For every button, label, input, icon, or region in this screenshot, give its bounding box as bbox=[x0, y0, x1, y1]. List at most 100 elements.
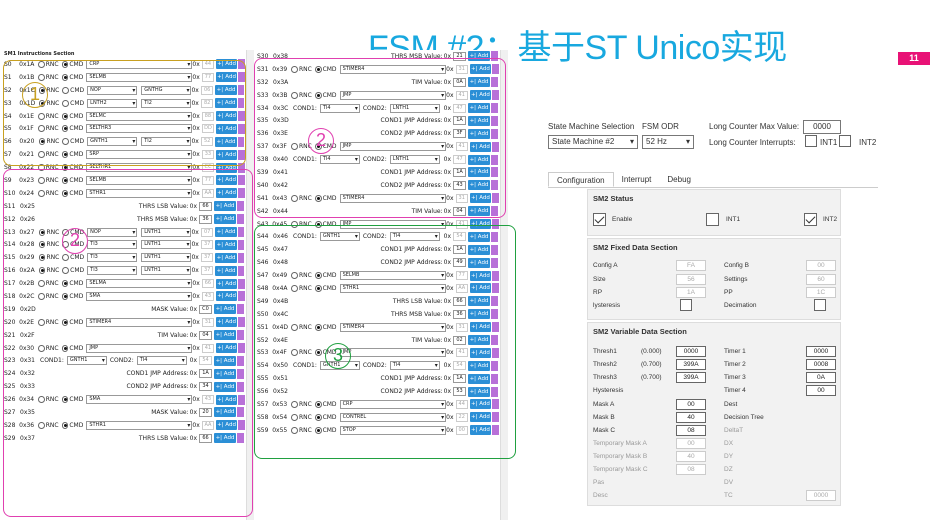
cmd-radio[interactable] bbox=[62, 254, 70, 262]
add-button[interactable]: +| Add bbox=[216, 149, 237, 160]
remove-button[interactable] bbox=[237, 85, 245, 96]
lc-int1-checkbox[interactable] bbox=[805, 135, 817, 147]
condition-b-select[interactable]: TI2 bbox=[141, 98, 192, 108]
remove-button[interactable] bbox=[237, 227, 245, 238]
command-select[interactable]: SMA bbox=[86, 291, 193, 301]
hex-value-field[interactable]: 53 bbox=[453, 387, 466, 397]
command-select[interactable]: JMP bbox=[339, 142, 447, 152]
remove-button[interactable] bbox=[237, 162, 245, 173]
remove-button[interactable] bbox=[237, 265, 245, 276]
hex-value-field[interactable]: 43 bbox=[453, 180, 466, 190]
condition-b-select[interactable]: TI2 bbox=[141, 137, 192, 147]
cmd-radio[interactable] bbox=[314, 194, 322, 202]
command-select[interactable]: JMP bbox=[339, 90, 447, 100]
int1-checkbox[interactable] bbox=[706, 213, 719, 226]
hex-value-field[interactable]: 04 bbox=[199, 330, 212, 340]
rnc-radio[interactable] bbox=[38, 396, 45, 404]
rnc-radio[interactable] bbox=[291, 426, 298, 434]
remove-button[interactable] bbox=[491, 425, 499, 436]
hex-value-field[interactable]: 66 bbox=[199, 433, 212, 443]
add-button[interactable]: +| Add bbox=[216, 175, 237, 186]
add-button[interactable]: +| Add bbox=[216, 111, 237, 121]
remove-button[interactable] bbox=[491, 77, 498, 88]
hex-value-field[interactable]: 1A bbox=[199, 369, 212, 379]
cmd-radio[interactable] bbox=[62, 138, 70, 146]
hex-value-field[interactable]: 66 bbox=[453, 296, 466, 306]
add-button[interactable]: +| Add bbox=[216, 123, 237, 134]
rnc-radio[interactable] bbox=[38, 164, 45, 172]
hex-value-field[interactable]: 20 bbox=[199, 407, 212, 417]
cmd-radio[interactable] bbox=[61, 112, 69, 120]
add-button[interactable]: +| Add bbox=[214, 381, 236, 392]
remove-button[interactable] bbox=[491, 309, 498, 320]
rnc-radio[interactable] bbox=[38, 344, 45, 352]
mask-c-field[interactable]: 08 bbox=[676, 425, 706, 436]
add-button[interactable]: +| Add bbox=[214, 201, 236, 212]
add-button[interactable]: +| Add bbox=[469, 347, 491, 358]
remove-button[interactable] bbox=[237, 420, 245, 431]
rnc-radio[interactable] bbox=[291, 65, 298, 73]
remove-button[interactable] bbox=[491, 193, 499, 204]
remove-button[interactable] bbox=[491, 128, 498, 139]
tc-field[interactable]: 0000 bbox=[806, 490, 836, 501]
add-button[interactable]: +| Add bbox=[214, 214, 236, 225]
rnc-radio[interactable] bbox=[291, 400, 298, 408]
add-button[interactable]: +| Add bbox=[216, 278, 237, 289]
add-button[interactable]: +| Add bbox=[214, 407, 236, 418]
hex-value-field[interactable]: 1A bbox=[453, 245, 466, 255]
condition-a-select[interactable]: TI4 bbox=[319, 103, 360, 113]
add-button[interactable]: +| Add bbox=[469, 270, 491, 281]
add-button[interactable]: +| Add bbox=[468, 180, 490, 191]
cmd-radio[interactable] bbox=[314, 220, 322, 228]
remove-button[interactable] bbox=[237, 201, 244, 212]
remove-button[interactable] bbox=[237, 136, 245, 147]
tab-configuration[interactable]: Configuration bbox=[548, 172, 614, 187]
enable-checkbox[interactable] bbox=[593, 213, 606, 226]
add-button[interactable]: +| Add bbox=[216, 162, 237, 173]
remove-button[interactable] bbox=[491, 283, 499, 294]
add-button[interactable]: +| Add bbox=[468, 335, 490, 346]
tmask-c-field[interactable]: 08 bbox=[676, 464, 706, 475]
tab-debug[interactable]: Debug bbox=[667, 175, 691, 184]
command-select[interactable]: CRP bbox=[339, 399, 447, 409]
add-button[interactable]: +| Add bbox=[468, 373, 490, 384]
command-select[interactable]: STHR1 bbox=[86, 188, 193, 198]
add-button[interactable]: +| Add bbox=[469, 412, 491, 423]
sm-selection-select[interactable]: State Machine #2▾ bbox=[548, 135, 638, 149]
lc-max-input[interactable]: 0000 bbox=[803, 120, 841, 134]
add-button[interactable]: +| Add bbox=[468, 309, 490, 320]
remove-button[interactable] bbox=[491, 347, 499, 358]
remove-button[interactable] bbox=[491, 141, 499, 152]
rnc-radio[interactable] bbox=[38, 138, 46, 146]
add-button[interactable]: +| Add bbox=[468, 244, 490, 255]
cmd-radio[interactable] bbox=[314, 284, 322, 292]
rnc-radio[interactable] bbox=[38, 292, 45, 300]
add-button[interactable]: +| Add bbox=[468, 77, 490, 88]
cmd-radio[interactable] bbox=[61, 73, 69, 81]
remove-button[interactable] bbox=[491, 103, 498, 113]
tmask-b-field[interactable]: 40 bbox=[676, 451, 706, 462]
condition-a-select[interactable]: GNTH1 bbox=[66, 356, 107, 366]
command-select[interactable]: SRP bbox=[86, 150, 193, 160]
thresh1-field[interactable]: 0000 bbox=[676, 346, 706, 357]
rnc-radio[interactable] bbox=[291, 194, 298, 202]
condition-b-select[interactable]: LNTH1 bbox=[141, 266, 192, 276]
remove-button[interactable] bbox=[237, 239, 245, 250]
add-button[interactable]: +| Add bbox=[216, 343, 237, 354]
config-a-field[interactable]: FA bbox=[676, 260, 706, 271]
remove-button[interactable] bbox=[237, 355, 244, 366]
cmd-radio[interactable] bbox=[61, 280, 69, 288]
condition-a-select[interactable]: NOP bbox=[87, 227, 138, 237]
command-select[interactable]: STIMER4 bbox=[339, 322, 447, 332]
rnc-radio[interactable] bbox=[38, 241, 46, 249]
cmd-radio[interactable] bbox=[61, 60, 69, 68]
remove-button[interactable] bbox=[491, 206, 498, 217]
remove-button[interactable] bbox=[237, 175, 245, 186]
command-select[interactable]: SELMB bbox=[86, 175, 193, 185]
rnc-radio[interactable] bbox=[38, 228, 46, 236]
cmd-radio[interactable] bbox=[61, 396, 69, 404]
cmd-radio[interactable] bbox=[314, 272, 322, 280]
timer4-field[interactable]: 00 bbox=[806, 385, 836, 396]
pp-field[interactable]: 1C bbox=[806, 287, 836, 298]
rnc-radio[interactable] bbox=[38, 254, 46, 262]
